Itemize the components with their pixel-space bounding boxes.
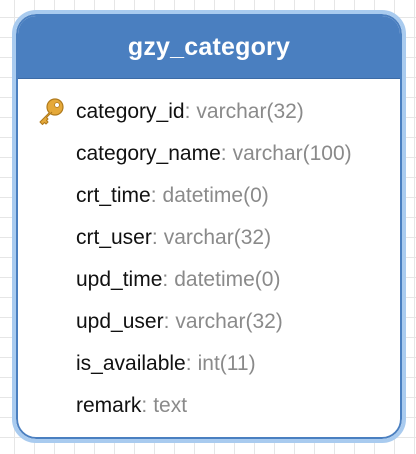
field-separator: :: [185, 352, 192, 375]
field-name: upd_user: [76, 310, 164, 333]
key-icon: [39, 98, 64, 126]
field-row-upd-user[interactable]: upd_user:varchar(32): [18, 301, 400, 343]
field-name: crt_user: [76, 226, 152, 249]
field-type: varchar(32): [163, 226, 272, 249]
field-separator: :: [162, 268, 169, 291]
field-separator: :: [141, 394, 148, 417]
field-separator: :: [184, 100, 191, 123]
field-row-category-id[interactable]: category_id:varchar(32): [18, 91, 400, 133]
field-row-category-name[interactable]: category_name:varchar(100): [18, 133, 400, 175]
field-separator: :: [163, 310, 170, 333]
field-name: category_name: [76, 142, 221, 165]
entity-table-gzy-category[interactable]: gzy_category category_id:varchar(32) cat…: [12, 10, 406, 443]
field-type: datetime(0): [174, 268, 281, 291]
field-name: is_available: [76, 352, 186, 375]
field-type: varchar(32): [175, 310, 283, 333]
entity-title[interactable]: gzy_category: [18, 16, 400, 79]
field-separator: :: [151, 226, 158, 249]
field-row-crt-user[interactable]: crt_user:varchar(32): [18, 217, 400, 259]
field-type: text: [153, 394, 188, 417]
field-name: remark: [76, 394, 142, 417]
field-name: crt_time: [76, 184, 151, 207]
field-name: upd_time: [76, 268, 163, 291]
field-row-is-available[interactable]: is_available:int(11): [18, 343, 400, 385]
entity-body: gzy_category category_id:varchar(32) cat…: [16, 14, 402, 439]
field-row-remark[interactable]: remark:text: [18, 385, 400, 427]
field-type: datetime(0): [162, 184, 269, 207]
field-row-crt-time[interactable]: crt_time:datetime(0): [18, 175, 400, 217]
field-separator: :: [220, 142, 227, 165]
field-separator: :: [150, 184, 157, 207]
field-type: varchar(32): [196, 100, 304, 123]
field-type: varchar(100): [232, 142, 352, 165]
field-list: category_id:varchar(32) category_name:va…: [18, 79, 400, 427]
field-row-upd-time[interactable]: upd_time:datetime(0): [18, 259, 400, 301]
entity-title-text: gzy_category: [127, 32, 291, 61]
field-name: category_id: [76, 100, 185, 123]
field-type: int(11): [197, 352, 256, 375]
